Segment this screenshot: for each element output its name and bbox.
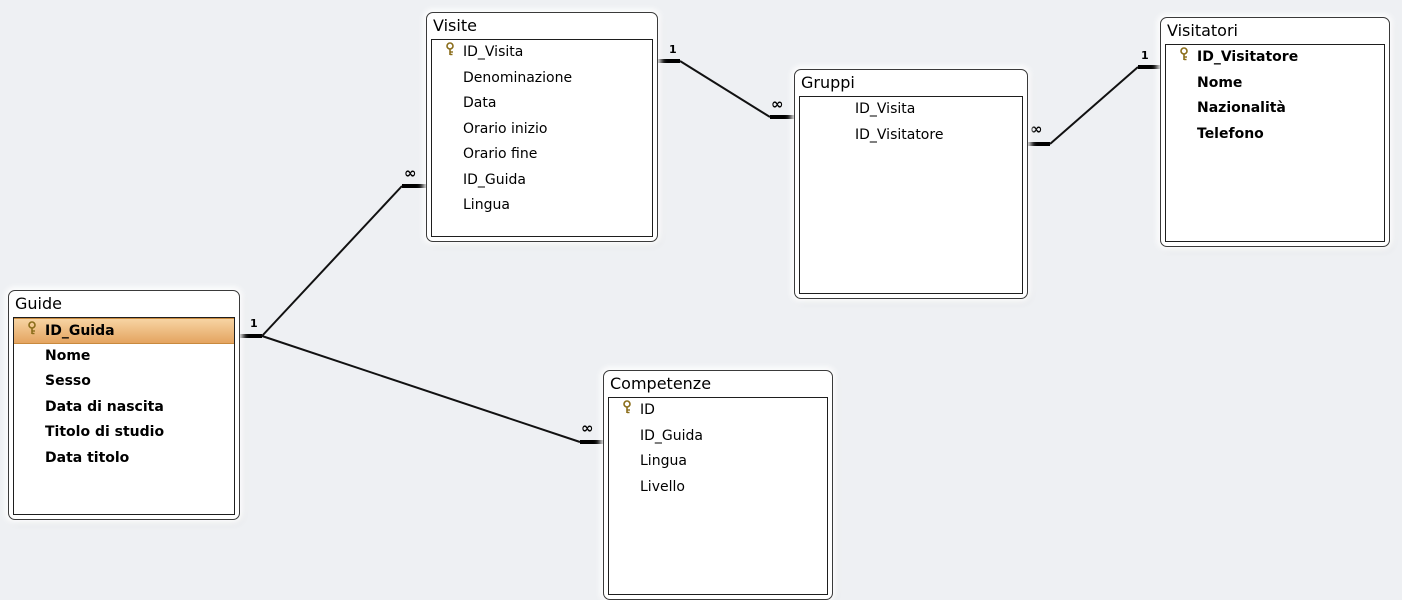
field-row[interactable]: ID_Visita: [432, 40, 652, 66]
table-title[interactable]: Visitatori: [1167, 21, 1238, 40]
cardinality-many-label: ∞: [581, 419, 593, 437]
key-icon: [1179, 45, 1189, 61]
field-name: Data titolo: [45, 449, 130, 466]
relationship-visite-gruppi[interactable]: [679, 60, 771, 118]
field-name: Lingua: [463, 197, 510, 213]
field-row[interactable]: ID_Guida: [609, 424, 827, 450]
field-name: ID_Visita: [855, 101, 916, 117]
key-icon: [445, 40, 455, 56]
cardinality-many-label: ∞: [1030, 120, 1042, 138]
field-name: Lingua: [640, 453, 687, 469]
field-row[interactable]: Nazionalità: [1166, 96, 1384, 122]
field-row[interactable]: Nome: [1166, 71, 1384, 97]
field-row[interactable]: Data: [432, 91, 652, 117]
field-name: Nazionalità: [1197, 100, 1286, 116]
field-name: ID_Visitatore: [1197, 49, 1299, 65]
field-row[interactable]: Lingua: [609, 449, 827, 475]
relationship-visitatori-gruppi[interactable]: [1049, 66, 1139, 145]
field-row[interactable]: Orario fine: [432, 142, 652, 168]
field-row[interactable]: Data di nascita: [14, 395, 234, 421]
field-name: Data di nascita: [45, 398, 164, 415]
cardinality-many-label: ∞: [771, 95, 783, 113]
field-row[interactable]: Denominazione: [432, 66, 652, 92]
field-row[interactable]: Sesso: [14, 369, 234, 395]
field-name: Telefono: [1197, 125, 1264, 142]
field-row[interactable]: Telefono: [1166, 122, 1384, 148]
field-name: Orario inizio: [463, 120, 548, 137]
field-row[interactable]: ID: [609, 398, 827, 424]
field-name: Nome: [45, 347, 91, 364]
table-title[interactable]: Visite: [433, 16, 477, 35]
field-row[interactable]: ID_Visita: [824, 97, 1022, 123]
field-row[interactable]: Nome: [14, 344, 234, 370]
field-name: ID_Visita: [463, 44, 524, 60]
table-title[interactable]: Gruppi: [801, 73, 855, 92]
key-icon: [27, 319, 37, 335]
field-row[interactable]: Data titolo: [14, 446, 234, 472]
relationship-guide-visite[interactable]: [261, 185, 403, 337]
cardinality-one-label: 1: [250, 317, 258, 330]
field-name: Data: [463, 95, 497, 111]
field-row[interactable]: Titolo di studio: [14, 420, 234, 446]
cardinality-one-label: 1: [1141, 49, 1149, 62]
field-row[interactable]: ID_Guida: [432, 168, 652, 194]
field-name: ID_Guida: [45, 323, 115, 339]
cardinality-many-label: ∞: [404, 164, 416, 182]
relationship-guide-competenze[interactable]: [261, 335, 581, 443]
field-row[interactable]: ID_Guida: [14, 318, 234, 344]
cardinality-one-label: 1: [669, 43, 677, 56]
table-title[interactable]: Guide: [15, 294, 62, 313]
field-row[interactable]: ID_Visitatore: [1166, 45, 1384, 71]
table-title[interactable]: Competenze: [610, 374, 712, 393]
field-name: ID_Visitatore: [855, 126, 944, 143]
field-row[interactable]: ID_Visitatore: [824, 123, 1022, 149]
field-name: Titolo di studio: [45, 424, 165, 440]
field-name: Livello: [640, 478, 685, 495]
field-name: ID: [640, 402, 655, 418]
key-icon: [622, 398, 632, 414]
field-name: Nome: [1197, 74, 1243, 91]
field-name: ID_Guida: [463, 171, 526, 188]
field-row[interactable]: Lingua: [432, 193, 652, 219]
field-name: Denominazione: [463, 69, 573, 86]
field-name: ID_Guida: [640, 427, 703, 444]
field-name: Orario fine: [463, 146, 538, 162]
field-row[interactable]: Livello: [609, 475, 827, 501]
field-name: Sesso: [45, 373, 91, 389]
field-row[interactable]: Orario inizio: [432, 117, 652, 143]
